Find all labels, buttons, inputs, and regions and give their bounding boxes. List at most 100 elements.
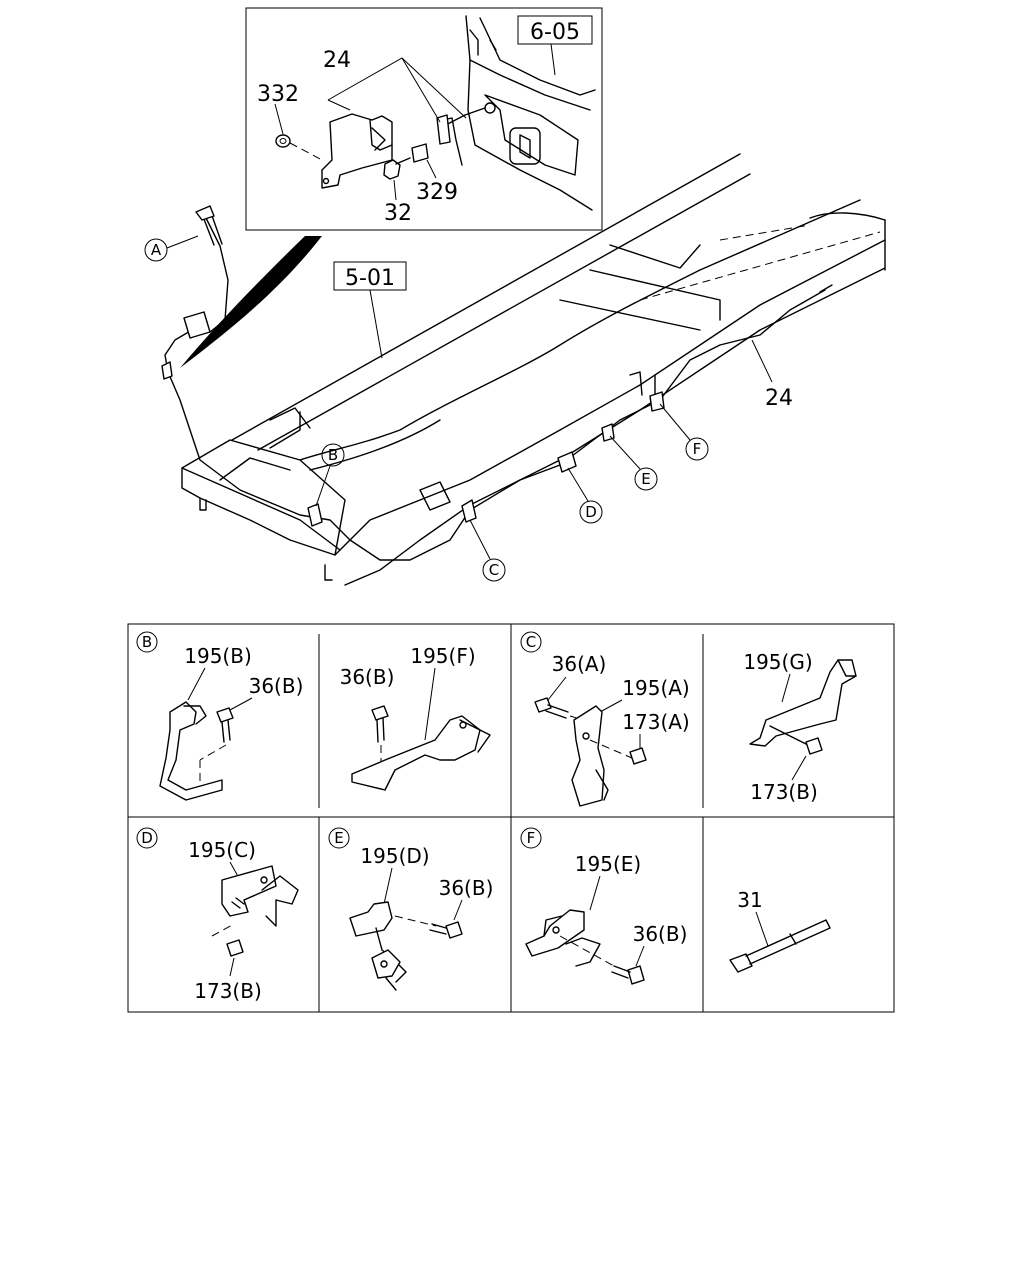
detail-2-part-1: 36(B) [340, 665, 395, 689]
detail-c-hole [582, 732, 590, 740]
detail-d-dash [211, 923, 235, 937]
leader-24-b [327, 57, 441, 123]
inset-cable-clip [436, 114, 451, 145]
inset-body-detail [469, 29, 497, 56]
detail-b-callout-circle [136, 631, 158, 653]
detail-4-part-1: 195(G) [743, 650, 812, 674]
label-32: 32 [384, 201, 412, 226]
crossmember-hidden [719, 224, 811, 241]
nut-332-bore [279, 138, 287, 144]
crossmember-front-inner [219, 457, 291, 481]
cable-24-clip-c [461, 499, 477, 523]
detail-b-part-1: 195(B) [184, 644, 252, 668]
detail-e-dash [394, 915, 437, 927]
callout-f-circle [685, 437, 709, 461]
detail-2-bolt-head [371, 705, 389, 721]
detail-d: D 195(C) 173(B) [136, 827, 299, 1003]
callout-a-circle [144, 238, 168, 262]
detail-b-dash [199, 744, 227, 761]
cable-24-clip-b [307, 503, 323, 527]
callout-d: D [585, 503, 597, 521]
cable-24-clip-a [183, 311, 211, 339]
detail-grid [127, 623, 895, 1013]
callout-b: B [328, 446, 338, 464]
rail-right-top-edge [334, 239, 886, 556]
detail-b-bracket [159, 701, 223, 801]
detail-c-dash-2 [589, 739, 633, 759]
detail-c-bolt-head [534, 697, 552, 713]
detail-4-part-2: 173(B) [750, 780, 818, 804]
detail-f-hole [552, 926, 560, 934]
rail-left-bottom [299, 199, 861, 461]
inset-body-hole [509, 127, 541, 165]
crossmember-2 [589, 269, 721, 321]
rail-right-end-top [809, 212, 886, 221]
detail-e-callout: E [334, 829, 343, 847]
rail-left-bottom-2 [309, 419, 441, 471]
detail-e: E 195(D) 36(B) [328, 827, 493, 991]
detail-b-callout: B [142, 633, 152, 651]
chassis-frame [181, 153, 886, 586]
detail-f-callout-circle [520, 827, 542, 849]
inset-pointer-wedge [180, 236, 322, 368]
detail-c: C 36(A) 195(A) 173(A) [520, 631, 690, 807]
callout-f: F [693, 440, 702, 458]
detail-c-callout-circle [520, 631, 542, 653]
detail-c-part-2: 195(A) [622, 676, 689, 700]
inset-bracket [321, 113, 393, 189]
detail-f-dash [559, 935, 615, 967]
detail-b: B 195(B) 36(B) [136, 631, 304, 801]
cable-24-end-a [195, 205, 215, 221]
inset-body-hole-inner [519, 134, 531, 159]
leader-329 [426, 159, 437, 179]
detail-f-clip [565, 937, 601, 967]
detail-b-leader-1 [187, 667, 206, 701]
detail-f-leader-2 [635, 945, 645, 967]
cable-24-clip-a2 [161, 361, 173, 380]
leader-5-01 [369, 289, 383, 359]
leader-332 [274, 103, 284, 135]
detail-4-bracket [749, 659, 857, 747]
washer-329 [411, 143, 429, 163]
detail-e-clip [371, 949, 401, 979]
detail-e-bolt-head [445, 921, 463, 939]
detail-b-clip [183, 705, 207, 725]
rail-mark-1 [629, 371, 643, 396]
ref-5-01: 5-01 [345, 266, 395, 291]
detail-g-bracket-cell: 195(G) 173(B) [743, 650, 857, 804]
detail-d-part-1: 195(C) [188, 838, 256, 862]
detail-e-leader-1 [383, 867, 393, 905]
callout-c: C [489, 561, 499, 579]
detail-b-bolt-shank [221, 719, 231, 743]
detail-c-leader-2 [599, 699, 623, 713]
cable-24-main [164, 215, 826, 561]
inset-body-edge [465, 15, 593, 211]
detail-2-bolt-shank [376, 717, 385, 743]
detail-2-bracket [351, 715, 481, 791]
inset-frame [245, 7, 603, 231]
detail-b-part-2: 36(B) [249, 674, 304, 698]
detail-d-hole [260, 876, 268, 884]
callout-a: A [151, 241, 162, 259]
leader-6-05 [550, 43, 556, 76]
callout-c-leader [469, 519, 491, 560]
detail-c-nut [629, 747, 647, 765]
cable-24-clip-f [649, 391, 665, 412]
bolt-32-head [383, 159, 401, 180]
detail-e-bracket [349, 901, 393, 937]
detail-4-bracket-tab [837, 659, 857, 677]
detail-e-callout-circle [328, 827, 350, 849]
detail-f-bolt-head [627, 965, 645, 985]
rail-right-hidden [639, 231, 881, 301]
detail-8-leader [755, 911, 769, 947]
callout-e: E [641, 470, 650, 488]
detail-8-tie-strap [745, 919, 831, 965]
callout-a-leader [166, 235, 199, 249]
cable-24-rear-end [819, 284, 833, 293]
cable-24-clip-d [557, 451, 577, 473]
detail-c-leader-1 [547, 676, 567, 701]
detail-d-nut [226, 939, 244, 957]
detail-d-leader-2 [229, 957, 235, 977]
callout-e-leader [609, 435, 641, 470]
